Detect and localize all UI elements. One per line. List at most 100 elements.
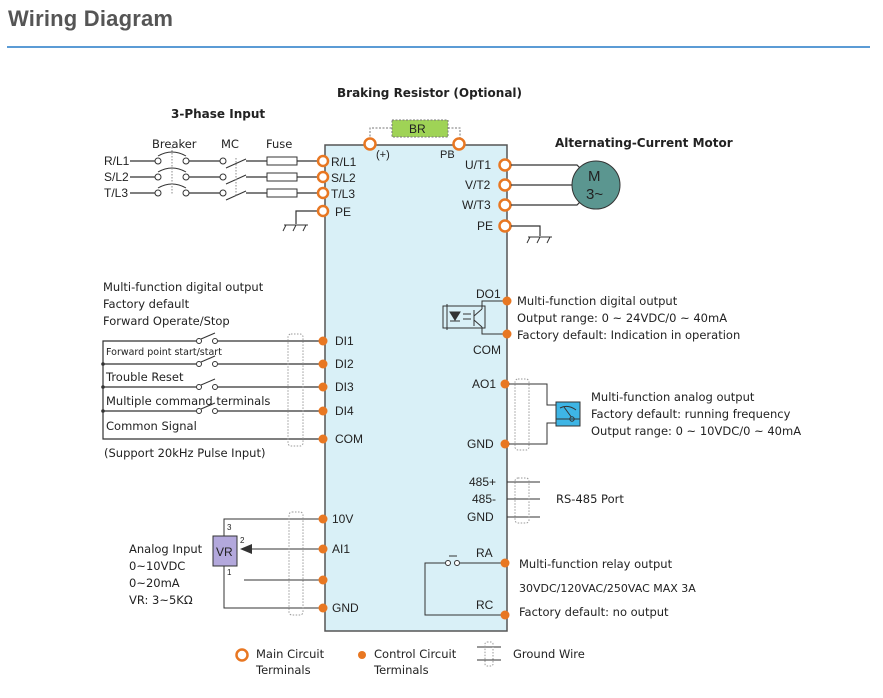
di-label-2: Trouble Reset — [105, 370, 184, 384]
svg-text:DI2: DI2 — [335, 357, 354, 371]
ai-desc-2: 0~10VDC — [129, 559, 185, 573]
svg-text:COM: COM — [335, 432, 363, 446]
breaker-label: Breaker — [152, 137, 197, 151]
ai-wire-gnd — [223, 566, 319, 609]
svg-text:PE: PE — [335, 205, 351, 219]
do-desc-3: Factory default: Indication in operation — [517, 328, 740, 342]
do-desc-1: Multi-function digital output — [517, 294, 678, 308]
pb-label: PB — [440, 149, 455, 161]
terminal-pe-left[interactable] — [316, 204, 330, 218]
svg-text:DI1: DI1 — [335, 334, 354, 348]
motor-heading: Alternating-Current Motor — [555, 136, 733, 150]
terminal-t-l3[interactable] — [316, 186, 330, 200]
rs485-port-label: RS-485 Port — [556, 492, 624, 506]
terminal-s-l2[interactable] — [316, 170, 330, 184]
vr-pin-3: 3 — [227, 523, 232, 532]
fuse-label: Fuse — [266, 137, 292, 151]
di-shield-icon — [287, 333, 304, 447]
di-common-bus — [102, 340, 319, 440]
di-switch-1 — [196, 332, 319, 344]
terminal-ao1[interactable] — [500, 379, 510, 389]
terminal-do1[interactable] — [502, 296, 512, 306]
legend: Main Circuit Terminals Control Circuit T… — [235, 641, 585, 677]
analog-input-terminals: 10V AI1 GND — [318, 512, 359, 615]
di-switch-2 — [101, 355, 319, 367]
terminal-r-l1[interactable] — [316, 154, 330, 168]
plus-label: (+) — [376, 149, 390, 161]
ai-desc-1: Analog Input — [129, 542, 203, 556]
braking-heading: Braking Resistor (Optional) — [337, 86, 522, 100]
terminal-di2[interactable] — [318, 359, 328, 369]
legend-ground-wire-icon — [477, 641, 501, 667]
rs485-gnd-label: GND — [467, 510, 494, 524]
terminal-ra[interactable] — [500, 558, 510, 568]
terminal-pe-right[interactable] — [498, 219, 512, 233]
motor-symbol — [571, 160, 621, 210]
phase-line-r: R/L1 — [104, 151, 319, 169]
terminal-w-t3[interactable] — [498, 198, 512, 212]
rs485-minus-label: 485- — [472, 492, 496, 506]
br-wire-right — [448, 127, 461, 140]
svg-text:U/T1: U/T1 — [465, 158, 491, 172]
motor-wire-u — [511, 164, 583, 171]
di-caption-3: Forward Operate/Stop — [103, 314, 230, 328]
ao-desc-3: Output range: 0 ~ 10VDC/0 ~ 40mA — [591, 424, 801, 438]
legend-main-terminal-icon — [235, 648, 249, 662]
terminal-v-t2[interactable] — [498, 178, 512, 192]
terminal-di1[interactable] — [318, 336, 328, 346]
di-caption-2: Factory default — [103, 297, 190, 311]
ground-icon-right — [526, 236, 552, 244]
di-label-4: Common Signal — [106, 419, 197, 433]
svg-text:S/L2: S/L2 — [331, 171, 356, 185]
svg-text:V/T2: V/T2 — [465, 178, 491, 192]
legend-control-terminal-icon — [358, 651, 366, 659]
motor-m-label: M — [588, 168, 601, 185]
terminal-10v[interactable] — [318, 514, 328, 524]
rs485-plus-label: 485+ — [469, 475, 496, 489]
ai-shield-icon — [288, 511, 304, 616]
terminal-u-t1[interactable] — [498, 158, 512, 172]
relay-desc-1: Multi-function relay output — [519, 557, 673, 571]
di-switch-3 — [101, 378, 319, 390]
svg-text:GND: GND — [332, 601, 359, 615]
terminal-ai-unlabeled[interactable] — [318, 575, 328, 585]
legend-ground-label: Ground Wire — [513, 647, 585, 661]
phase-line-s: S/L2 — [104, 167, 319, 185]
ao-wire-bottom — [509, 422, 556, 445]
di-label-3: Multiple command terminals — [106, 394, 270, 408]
terminal-ai-gnd[interactable] — [318, 603, 328, 613]
ai-wire-10v — [223, 518, 319, 537]
relay-desc-2: 30VDC/120VAC/250VAC MAX 3A — [519, 582, 696, 595]
do-desc-2: Output range: 0 ~ 24VDC/0 ~ 40mA — [517, 311, 727, 325]
terminal-com[interactable] — [318, 434, 328, 444]
terminal-di4[interactable] — [318, 406, 328, 416]
optocoupler-icon — [442, 300, 505, 335]
do1-label: DO1 — [476, 287, 501, 301]
terminal-ai1[interactable] — [318, 544, 328, 554]
vr-pin-1: 1 — [227, 568, 232, 577]
di-pulse-note: (Support 20kHz Pulse Input) — [104, 446, 265, 460]
relay-return-wire — [424, 562, 505, 616]
vr-label: VR — [216, 545, 233, 559]
terminal-ao-gnd[interactable] — [500, 439, 510, 449]
terminal-di3[interactable] — [318, 382, 328, 392]
main-terminals-right: U/T1 V/T2 W/T3 PE — [462, 158, 512, 233]
svg-text:10V: 10V — [332, 512, 353, 526]
ao-gnd-label: GND — [467, 437, 494, 451]
svg-text:R/L1: R/L1 — [104, 154, 130, 168]
rs485-shield-icon — [514, 477, 530, 524]
plus-terminal[interactable] — [363, 137, 377, 151]
ao-wire-top — [509, 383, 556, 406]
phase-line-t: T/L3 — [104, 183, 319, 201]
di-caption-1: Multi-function digital output — [103, 280, 264, 294]
pb-terminal[interactable] — [452, 137, 466, 151]
page-title: Wiring Diagram — [8, 6, 174, 31]
br-label: BR — [409, 122, 426, 136]
digital-input-terminals: DI1 DI2 DI3 DI4 COM — [318, 334, 363, 446]
braking-resistor — [391, 119, 449, 138]
terminal-do-com[interactable] — [502, 329, 512, 339]
terminal-rc[interactable] — [500, 610, 510, 620]
ai-desc-4: VR: 3~5KΩ — [129, 593, 193, 607]
svg-text:S/L2: S/L2 — [104, 170, 129, 184]
